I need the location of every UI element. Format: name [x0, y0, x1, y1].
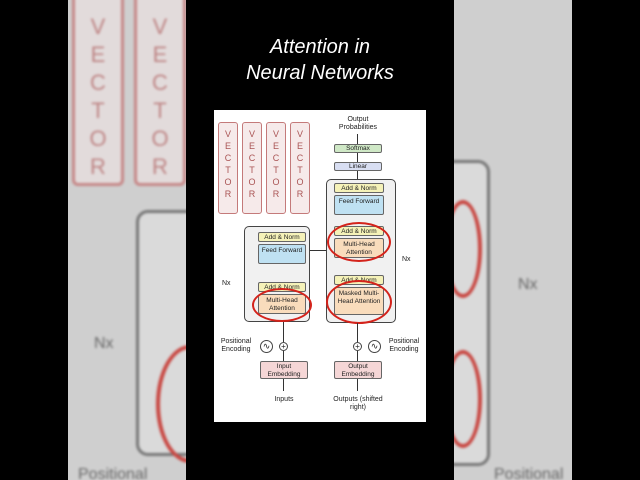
decoder-connector	[357, 351, 358, 361]
encoder-add-icon: +	[279, 342, 288, 351]
title-line-2: Neural Networks	[246, 62, 394, 84]
ghost-highlight-circle	[454, 350, 482, 448]
encoder-decoder-connector	[310, 250, 326, 251]
ghost-nx-label: Nx	[518, 276, 538, 293]
encoder-input-embedding: Input Embedding	[260, 361, 308, 379]
decoder-outputs-label: Outputs (shifted right)	[333, 396, 383, 411]
decoder-connector	[357, 171, 358, 179]
decoder-connector	[357, 323, 358, 342]
decoder-masked-attention-highlight	[326, 280, 392, 324]
decoder-add-norm-top: Add & Norm	[334, 183, 384, 193]
encoder-connector	[283, 379, 284, 391]
encoder-attention-highlight	[252, 288, 312, 322]
decoder-nx-label: Nx	[402, 256, 411, 263]
ghost-positional-label: Positional	[494, 466, 564, 480]
decoder-output-probabilities-label: Output Probabilities	[338, 116, 378, 131]
encoder-feed-forward: Feed Forward	[258, 244, 306, 264]
encoder-connector	[283, 351, 284, 361]
decoder-connector	[357, 153, 358, 162]
encoder-sine-wave-icon: ∿	[260, 340, 273, 353]
encoder-connector	[283, 322, 284, 342]
encoder-inputs-label: Inputs	[274, 396, 294, 403]
decoder-linear: Linear	[334, 162, 382, 171]
decoder-sine-wave-icon: ∿	[368, 340, 381, 353]
title-line-1: Attention in	[269, 36, 371, 58]
ghost-highlight-circle	[454, 200, 482, 298]
decoder-output-embedding: Output Embedding	[334, 361, 382, 379]
ghost-nx-label: Nx	[94, 335, 114, 352]
encoder-nx-label: Nx	[222, 280, 231, 287]
video-title: Attention in Neural Networks	[186, 34, 454, 86]
encoder-add-norm-top: Add & Norm	[258, 232, 306, 242]
decoder-add-icon: +	[353, 342, 362, 351]
ghost-positional-label: Positional	[78, 466, 148, 480]
background-right-panel: Nx Positional	[454, 0, 572, 480]
decoder-attention-highlight	[327, 222, 391, 262]
decoder-connector	[357, 134, 358, 144]
decoder-connector	[357, 379, 358, 391]
decoder-feed-forward: Feed Forward	[334, 195, 384, 215]
decoder-positional-encoding-label: Positional Encoding	[388, 338, 420, 353]
decoder-softmax: Softmax	[334, 144, 382, 153]
encoder-positional-encoding-label: Positional Encoding	[220, 338, 252, 353]
